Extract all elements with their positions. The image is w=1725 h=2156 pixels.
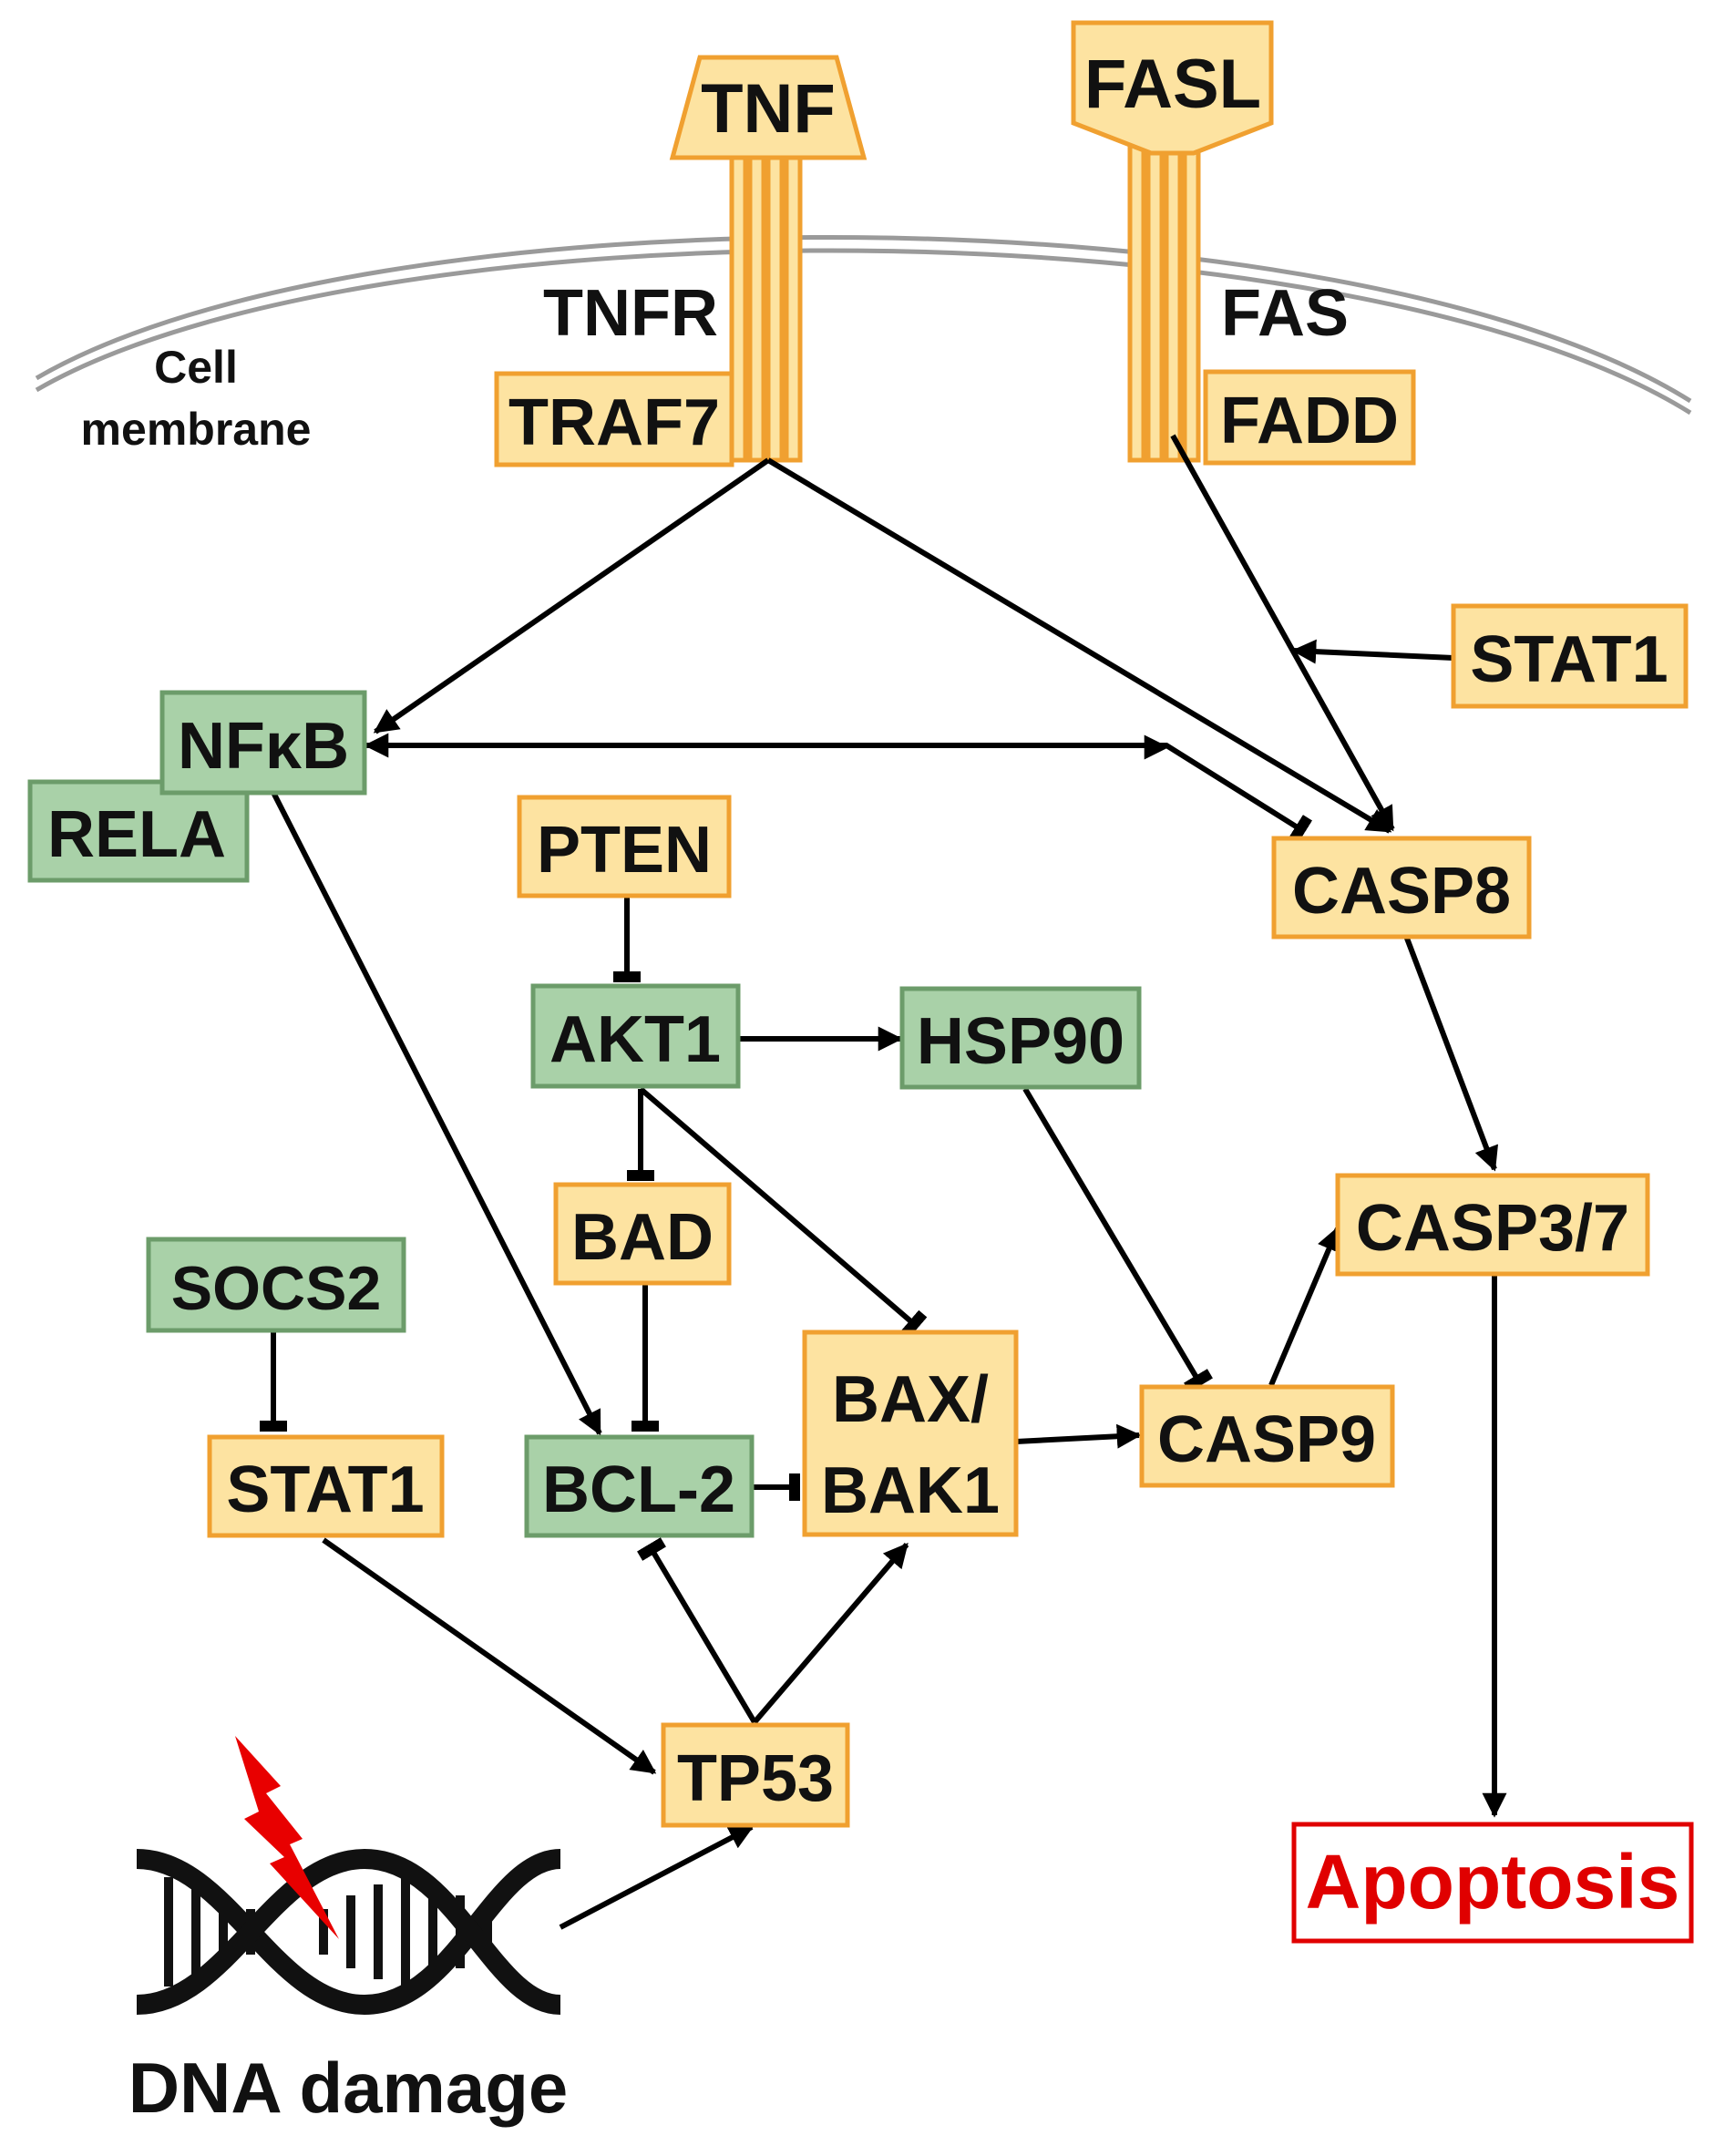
edges xyxy=(260,434,1507,1930)
cell-membrane-label-line2: membrane xyxy=(81,404,312,455)
edge-tp53-to-baxbak1 xyxy=(752,1542,909,1724)
casp37-label: CASP3/7 xyxy=(1356,1192,1629,1265)
stat1-left-label: STAT1 xyxy=(226,1453,424,1526)
edge-nfkb-to-bcl2 xyxy=(262,773,602,1436)
rela-label: RELA xyxy=(47,798,226,871)
fasl-label: FASL xyxy=(1084,46,1261,123)
traf7-node: TRAF7 xyxy=(494,371,734,467)
edge-casp8-to-casp37 xyxy=(1403,934,1499,1172)
akt1-label: AKT1 xyxy=(549,1003,721,1076)
stat1-right-label: STAT1 xyxy=(1470,623,1668,696)
edge-tp53-to-bcl2 xyxy=(637,1537,757,1724)
edge-stat1-to-fas-casp8 xyxy=(1291,639,1454,664)
hsp90-label: HSP90 xyxy=(917,1005,1124,1078)
socs2-label: SOCS2 xyxy=(171,1254,382,1323)
baxbak1-label-line2: BAK1 xyxy=(821,1454,1000,1527)
tp53-node: TP53 xyxy=(661,1722,850,1828)
fadd-node: FADD xyxy=(1203,369,1416,466)
casp8-node: CASP8 xyxy=(1271,836,1532,939)
pten-label: PTEN xyxy=(537,814,712,887)
hsp90-node: HSP90 xyxy=(899,986,1142,1090)
fadd-label: FADD xyxy=(1220,385,1399,457)
casp9-label: CASP9 xyxy=(1157,1403,1376,1476)
fasl-ligand-shape xyxy=(1071,20,1274,156)
akt1-node: AKT1 xyxy=(530,983,741,1089)
bad-label: BAD xyxy=(571,1201,714,1274)
dna-helix-icon xyxy=(136,1848,562,2016)
edge-fas-to-casp8 xyxy=(1170,434,1395,832)
cell-membrane xyxy=(35,234,1692,416)
bad-node: BAD xyxy=(553,1182,732,1286)
pten-node: PTEN xyxy=(517,795,732,898)
edge-baxbak1-to-casp9 xyxy=(1015,1423,1142,1449)
casp37-node: CASP3/7 xyxy=(1335,1173,1650,1277)
edge-tnfr-to-casp8 xyxy=(766,457,1392,834)
edge-casp9-to-casp37 xyxy=(1268,1226,1340,1387)
baxbak1-node: BAX/ BAK1 xyxy=(802,1330,1019,1537)
tnfr-receptor xyxy=(729,152,803,463)
nfkb-label: NFκB xyxy=(178,710,349,783)
fas-label: FAS xyxy=(1221,277,1349,350)
edge-tnfr-to-nfkb xyxy=(373,457,770,734)
lightning-bolt-icon xyxy=(235,1736,339,1939)
stat1-right-node: STAT1 xyxy=(1451,603,1689,709)
dna-damage-label: DNA damage xyxy=(128,2048,569,2128)
apoptosis-node: Apoptosis xyxy=(1291,1822,1694,1944)
casp8-label: CASP8 xyxy=(1292,855,1511,928)
socs2-node: SOCS2 xyxy=(146,1237,406,1333)
tnf-ligand-shape xyxy=(669,55,868,160)
stat1-left-node: STAT1 xyxy=(207,1434,445,1538)
traf7-label: TRAF7 xyxy=(508,386,720,459)
casp9-node: CASP9 xyxy=(1139,1384,1395,1488)
fas-receptor xyxy=(1127,143,1201,463)
rela-node: RELA xyxy=(27,779,250,883)
edge-stat1-to-tp53 xyxy=(322,1537,657,1775)
apoptosis-label: Apoptosis xyxy=(1306,1839,1680,1925)
tp53-label: TP53 xyxy=(677,1742,834,1815)
edge-akt1-to-baxbak1 xyxy=(639,1086,928,1339)
tnfr-label: TNFR xyxy=(543,277,718,350)
tnf-label: TNF xyxy=(701,70,836,148)
cell-membrane-label-line1: Cell xyxy=(154,342,238,393)
edge-hsp90-to-casp9 xyxy=(1022,1087,1213,1392)
nfkb-node: NFκB xyxy=(159,690,367,796)
bcl2-node: BCL-2 xyxy=(524,1434,755,1538)
edge-nfkb-casp8 xyxy=(364,733,1313,844)
edge-dna-to-tp53 xyxy=(559,1824,755,1930)
baxbak1-label-line1: BAX/ xyxy=(832,1363,989,1436)
bcl2-label: BCL-2 xyxy=(542,1453,735,1526)
